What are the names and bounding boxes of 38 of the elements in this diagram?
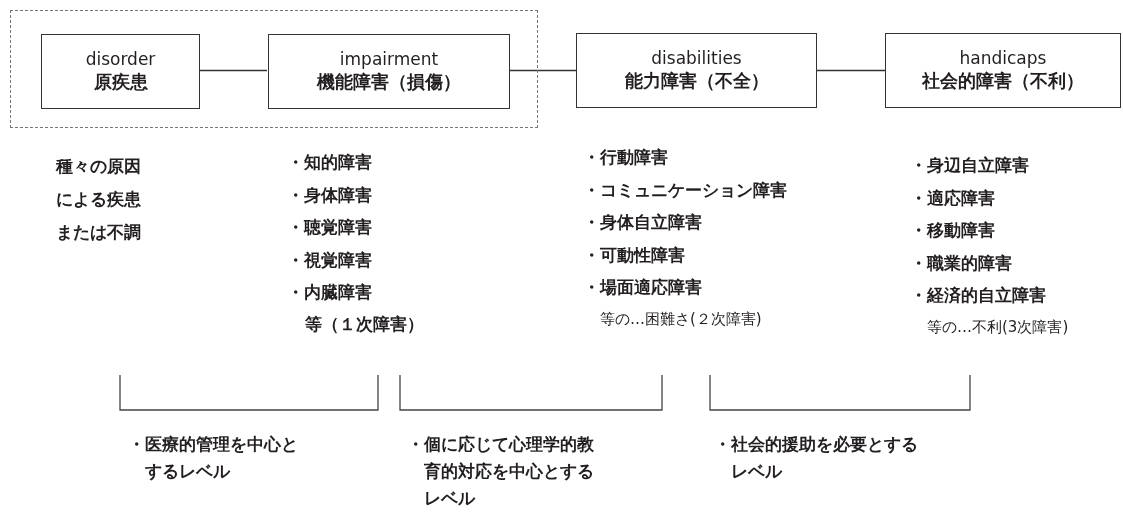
text-label: ・医療的管理を中心とするレベル xyxy=(128,433,299,484)
text-label: ・職業的障害 xyxy=(910,252,1012,273)
text-label: ・身体障害 xyxy=(287,184,372,205)
text-label: 等（１次障害） xyxy=(305,314,424,335)
text-label: ・コミュニケーション障害 xyxy=(583,179,787,200)
connector-line xyxy=(816,69,886,72)
term-box xyxy=(41,34,200,109)
text-label: ・場面適応障害 xyxy=(583,277,702,298)
text-label: ・視覚障害 xyxy=(287,249,372,270)
connector-line xyxy=(198,69,268,72)
term-label: disorder xyxy=(85,50,156,70)
text-label: ・社会的援助を必要とするレベル xyxy=(714,433,919,484)
text-label: ・適応障害 xyxy=(910,187,995,208)
text-label: ・知的障害 xyxy=(287,152,372,173)
text-label: 等の…困難さ(２次障害) xyxy=(600,310,762,328)
text-label: ・聴覚障害 xyxy=(287,217,372,238)
text-label: 種々の原因による疾患または不調 xyxy=(56,155,142,245)
term-label: 能力障害（不全） xyxy=(624,70,769,92)
dashed-group-box xyxy=(10,10,538,128)
text-label: ・行動障害 xyxy=(583,147,668,168)
text-label: ・個に応じて心理学的教育的対応を中心とするレベル xyxy=(407,433,595,511)
term-label: 社会的障害（不利） xyxy=(922,70,1084,92)
term-box xyxy=(268,34,510,109)
term-label: handicaps xyxy=(959,49,1047,69)
term-label: 機能障害（損傷） xyxy=(317,71,461,93)
term-box xyxy=(576,33,817,108)
text-label: ・身辺自立障害 xyxy=(910,155,1029,176)
term-label: impairment xyxy=(339,50,439,70)
text-label: 等の…不利(3次障害) xyxy=(927,318,1069,336)
text-label: ・内臓障害 xyxy=(287,282,372,303)
text-label: ・可動性障害 xyxy=(583,244,685,265)
text-label: ・移動障害 xyxy=(910,220,995,241)
term-label: disabilities xyxy=(651,49,742,69)
term-label: 原疾患 xyxy=(93,71,148,93)
text-label: ・経済的自立障害 xyxy=(910,285,1046,306)
connector-line xyxy=(508,69,577,72)
text-label: ・身体自立障害 xyxy=(583,212,702,233)
term-box xyxy=(885,33,1121,108)
